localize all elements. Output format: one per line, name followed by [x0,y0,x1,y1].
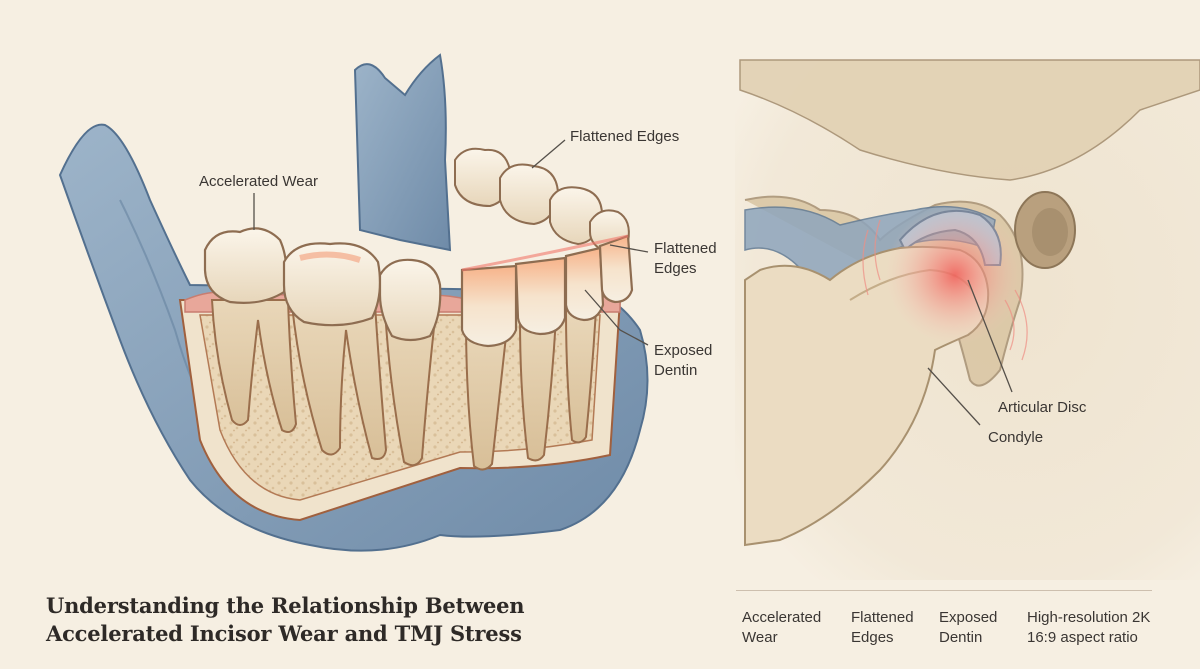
legend-item-exposed-dentin: Exposed Dentin [939,608,997,648]
molar-crowns [203,227,442,342]
label-flattened-line1: Flattened [654,240,717,257]
legend-divider [736,590,1152,591]
legend-item-accelerated-wear: Accelerated Wear [742,608,821,648]
legend-item-resolution: High-resolution 2K 16:9 aspect ratio [1027,608,1150,648]
tmj-leader-lines [927,279,1013,426]
label-flattened-edges-right: Flattened Edges [654,239,717,279]
tmj-joint [735,59,1200,580]
label-condyle: Condyle [988,429,1044,446]
legend-item-line1: High-resolution 2K [1027,609,1151,626]
label-flattened-line2: Edges [654,260,697,277]
legend-item-line1: Exposed [939,609,998,626]
upper-back-teeth [454,147,630,254]
label-flattened-edges-top: Flattened Edges [570,128,680,145]
legend-item-flattened-edges: Flattened Edges [851,608,914,648]
tooth-roots [210,299,598,471]
label-articular-disc: Articular Disc [998,399,1087,416]
legend-item-line2: Wear [742,629,778,646]
incisors [460,234,634,348]
legend-item-line1: Flattened [851,609,914,626]
label-exposed-dentin: Exposed Dentin [654,341,712,381]
jaw-leader-lines [253,139,649,346]
label-accelerated-wear: Accelerated Wear [199,173,318,190]
legend-item-line2: Edges [851,629,894,646]
legend-item-line2: Dentin [939,629,983,646]
legend-item-line2: 16:9 aspect ratio [1027,629,1138,646]
page-title: Understanding the Relationship Between A… [46,592,525,648]
label-exposed-line1: Exposed [654,342,713,359]
title-line-2: Accelerated Incisor Wear and TMJ Stress [46,621,522,646]
label-exposed-line2: Dentin [654,362,698,379]
title-line-1: Understanding the Relationship Between [46,593,525,618]
legend-item-line1: Accelerated [742,609,822,626]
